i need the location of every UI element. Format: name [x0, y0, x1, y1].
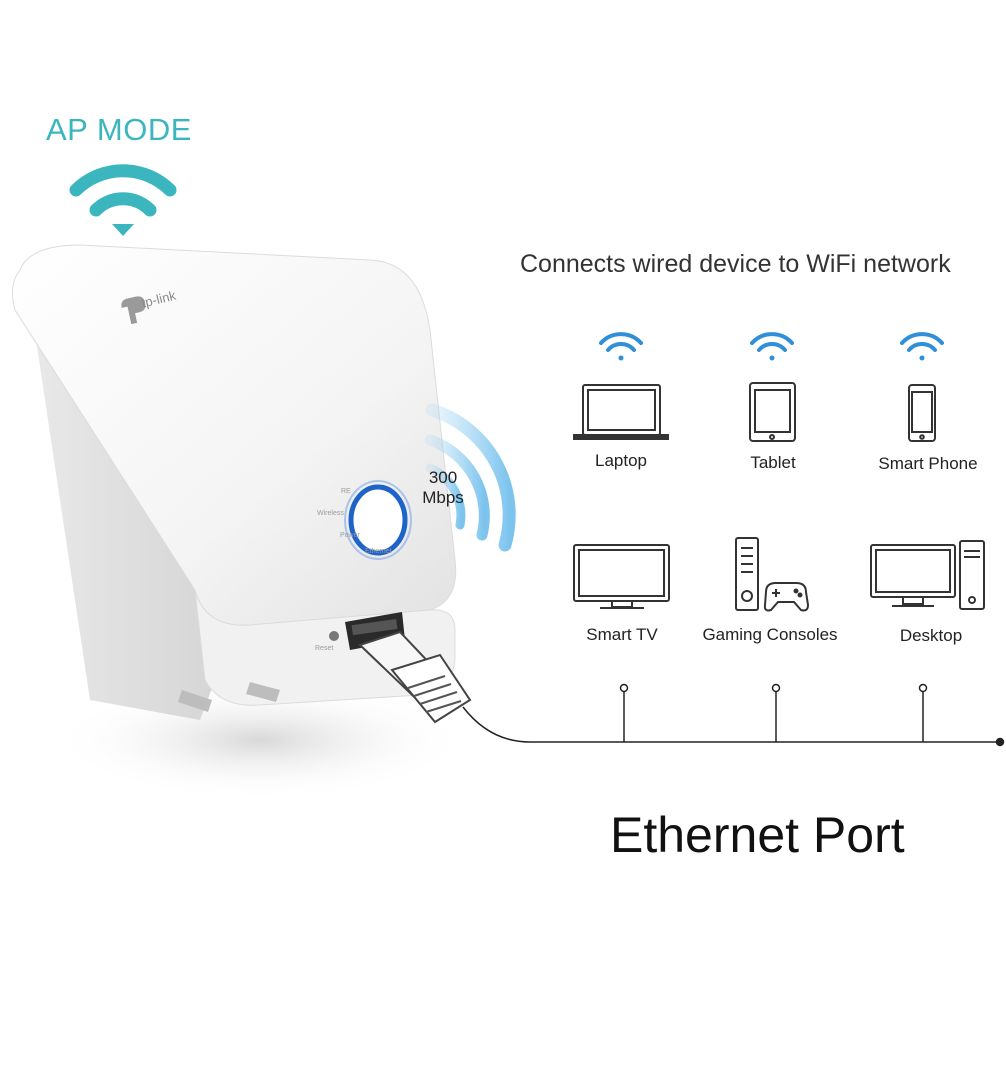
mode-title: AP MODE	[46, 112, 192, 147]
ethernet-bus-line	[462, 683, 1005, 747]
smartphone-icon	[908, 384, 936, 442]
device-label-smartphone: Smart Phone	[878, 454, 978, 473]
led-label-re: RE	[341, 488, 351, 495]
speed-unit: Mbps	[422, 488, 464, 507]
tablet-icon	[749, 382, 796, 442]
speed-label: 300 Mbps	[413, 468, 473, 508]
led-label-ethernet: Ethernet	[365, 548, 392, 555]
wifi-icon	[599, 332, 643, 361]
device-label-tablet: Tablet	[750, 453, 796, 472]
console-icon	[735, 537, 810, 612]
device-label-desktop: Desktop	[899, 626, 963, 645]
device-label-smart-tv: Smart TV	[586, 625, 658, 644]
device-label-gaming-consoles: Gaming Consoles	[702, 625, 838, 644]
port-title: Ethernet Port	[610, 807, 905, 863]
led-label-power: Power	[340, 532, 360, 539]
wifi-icon	[750, 332, 794, 361]
laptop-icon	[573, 384, 669, 440]
range-extender-device	[11, 244, 472, 724]
speed-value: 300	[428, 468, 458, 487]
reset-label: Reset	[315, 645, 334, 652]
device-label-laptop: Laptop	[595, 451, 647, 470]
led-label-wireless: Wireless	[317, 510, 344, 517]
wps-led-button	[348, 484, 408, 556]
desktop-icon	[870, 540, 985, 610]
speed-wave-icon	[424, 403, 516, 552]
ap-mode-wifi-icon	[69, 164, 177, 236]
tp-link-logo-icon	[121, 296, 146, 325]
tv-icon	[573, 544, 670, 609]
headline: Connects wired device to WiFi network	[520, 250, 951, 278]
wifi-icon	[900, 332, 944, 361]
